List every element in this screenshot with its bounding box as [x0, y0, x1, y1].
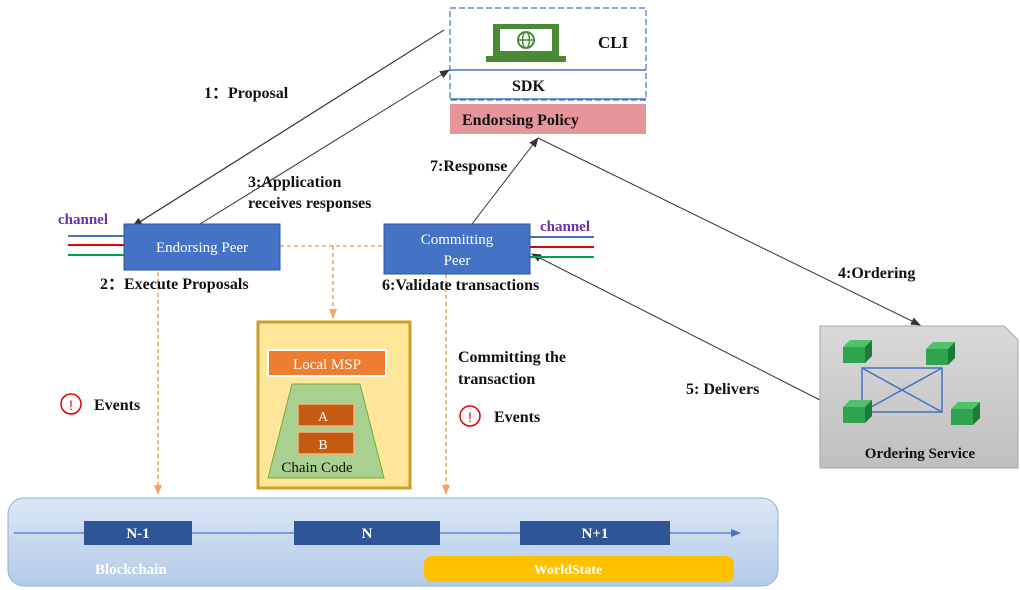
- endorsing-peer-label: Endorsing Peer: [156, 240, 248, 256]
- chaincode-a-label: A: [318, 410, 329, 425]
- ordering-service-label: Ordering Service: [865, 446, 976, 462]
- committing-peer: Committing Peer: [383, 223, 531, 275]
- block-label: N-1: [126, 526, 149, 542]
- block-n-plus-1: N+1: [520, 521, 670, 545]
- endorsing-policy-label: Endorsing Policy: [462, 112, 579, 129]
- node-icon: [926, 342, 955, 365]
- block-n: N: [294, 521, 440, 545]
- events-left: ! Events: [60, 393, 140, 415]
- endorsing-policy-box: [450, 104, 646, 134]
- ordering-mesh: [861, 367, 943, 413]
- node-icon: [843, 340, 872, 363]
- endorsing-peer: Endorsing Peer: [123, 223, 281, 271]
- svg-text:!: !: [468, 409, 472, 425]
- events-right-label: Events: [494, 409, 540, 426]
- local-msp-label: Local MSP: [293, 357, 361, 373]
- svg-text:!: !: [69, 397, 73, 413]
- ordering-service: Ordering Service: [819, 325, 1019, 469]
- chaincode-a-box: [297, 403, 355, 427]
- channel-lines-right: [530, 236, 594, 258]
- chaincode-trapezoid: [267, 383, 385, 479]
- channel-label-right: channel: [540, 219, 590, 235]
- alert-icon: [60, 393, 82, 415]
- world-state-label: WorldState: [534, 563, 602, 578]
- step-3-label-2: receives responses: [248, 195, 371, 212]
- channel-lines-left: [68, 235, 124, 256]
- block-n-minus-1: N-1: [84, 521, 192, 545]
- commit-label-1: Committing the: [458, 349, 566, 366]
- commit-label-2: transaction: [458, 371, 535, 388]
- step-1-label: 1：Proposal: [204, 85, 289, 102]
- chaincode-b-label: B: [318, 438, 327, 453]
- client-app: CLI SDK Endorsing Policy: [449, 7, 647, 134]
- step-6-label: 6:Validate transactions: [382, 277, 539, 294]
- world-state-bar: [424, 556, 734, 582]
- local-msp-box: [267, 349, 387, 377]
- block-label: N+1: [582, 526, 609, 542]
- committing-peer-label-2: Peer: [444, 253, 471, 269]
- channel-label-left: channel: [58, 212, 108, 228]
- node-icon: [951, 402, 980, 425]
- step-4-label: 4:Ordering: [838, 265, 915, 282]
- block-label: N: [362, 526, 373, 542]
- events-left-label: Events: [94, 397, 140, 414]
- blockchain-label: Blockchain: [95, 562, 167, 578]
- chaincode-b-box: [297, 431, 355, 455]
- step-2-label: 2：Execute Proposals: [100, 276, 249, 293]
- cli-label: CLI: [598, 33, 629, 52]
- sdk-label: SDK: [512, 78, 545, 95]
- alert-icon: [459, 405, 481, 427]
- orange-dashed-links: [154, 245, 450, 495]
- node-icon: [843, 400, 872, 423]
- msp-chaincode-panel: Local MSP A B Chain Code: [256, 320, 412, 490]
- events-right: ! Events: [459, 405, 540, 427]
- committing-peer-label-1: Committing: [421, 232, 494, 248]
- step-3-label-1: 3:Application: [248, 174, 341, 191]
- step-5-label: 5: Delivers: [686, 381, 759, 398]
- step-7-label: 7:Response: [430, 158, 507, 175]
- chaincode-label: Chain Code: [281, 460, 353, 476]
- laptop-icon: [486, 24, 566, 62]
- message-arrows: [131, 29, 921, 401]
